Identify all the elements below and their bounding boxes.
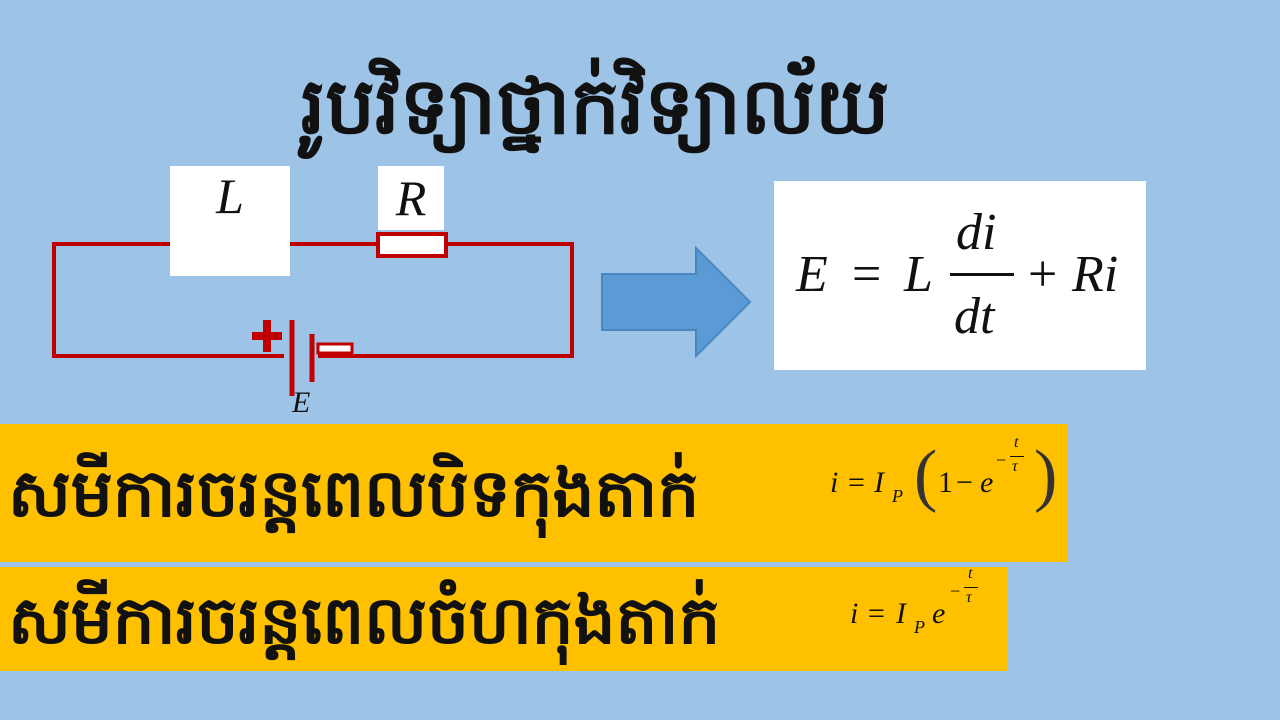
opening-exp-den: τ <box>966 589 972 606</box>
closing-equation-band: សមីការចរន្តពេលបិទកុងតាក់ i = I P ( 1 − e… <box>0 424 1067 562</box>
closing-minus: − <box>956 466 973 499</box>
opening-exp-minus: − <box>950 581 961 601</box>
closing-left-paren: ( <box>914 437 938 514</box>
closing-exp-bar <box>1010 456 1024 457</box>
closing-exp-den: τ <box>1012 458 1018 475</box>
battery-plus-v <box>263 320 271 352</box>
opening-equation-band: សមីការចរន្តពេលចំហកុងតាក់ i = I P e − t τ <box>0 565 1008 671</box>
opening-equals: = <box>868 597 885 630</box>
resistor-label: R <box>378 166 444 230</box>
opening-exp-num: t <box>968 565 973 582</box>
formula-plus: + <box>1028 246 1058 303</box>
opening-e: e <box>932 597 946 630</box>
wire-right <box>318 242 574 358</box>
right-arrow-icon <box>601 246 752 358</box>
opening-i: i <box>850 597 859 630</box>
formula-term: Ri <box>1072 246 1119 303</box>
closing-right-paren: ) <box>1034 437 1058 514</box>
fraction-bar <box>950 273 1014 276</box>
closing-e: e <box>980 466 994 499</box>
formula-numerator: di <box>956 204 997 261</box>
closing-one: 1 <box>938 466 953 499</box>
opening-exp-bar <box>964 587 978 588</box>
closing-exp-minus: − <box>996 450 1007 470</box>
circuit-wires <box>52 242 574 358</box>
closing-i: i <box>830 466 839 499</box>
closing-equation-label: សមីការចរន្តពេលបិទកុងតាក់ <box>8 455 700 532</box>
page-title: រូបវិទ្យាថ្នាក់វិទ្យាល័យ <box>300 62 890 152</box>
formula-equals: = <box>852 246 882 303</box>
opening-equation-label: សមីការចរន្តពេលចំហកុងតាក់ <box>8 582 721 659</box>
resistor-body <box>376 232 448 258</box>
battery-minus <box>316 342 354 355</box>
wire-left-top <box>52 242 284 358</box>
closing-P: P <box>892 486 903 506</box>
formula-denominator: dt <box>954 288 995 345</box>
inductor-label: L <box>170 166 290 276</box>
closing-equals: = <box>848 466 865 499</box>
closing-I: I <box>874 466 884 499</box>
source-label: E <box>292 386 311 419</box>
closing-exp-num: t <box>1014 434 1019 451</box>
opening-I: I <box>896 597 906 630</box>
main-formula-box: E = L di dt + Ri <box>774 181 1146 370</box>
opening-P: P <box>914 617 925 637</box>
formula-coef: L <box>904 246 933 303</box>
formula-lhs: E <box>796 246 828 303</box>
